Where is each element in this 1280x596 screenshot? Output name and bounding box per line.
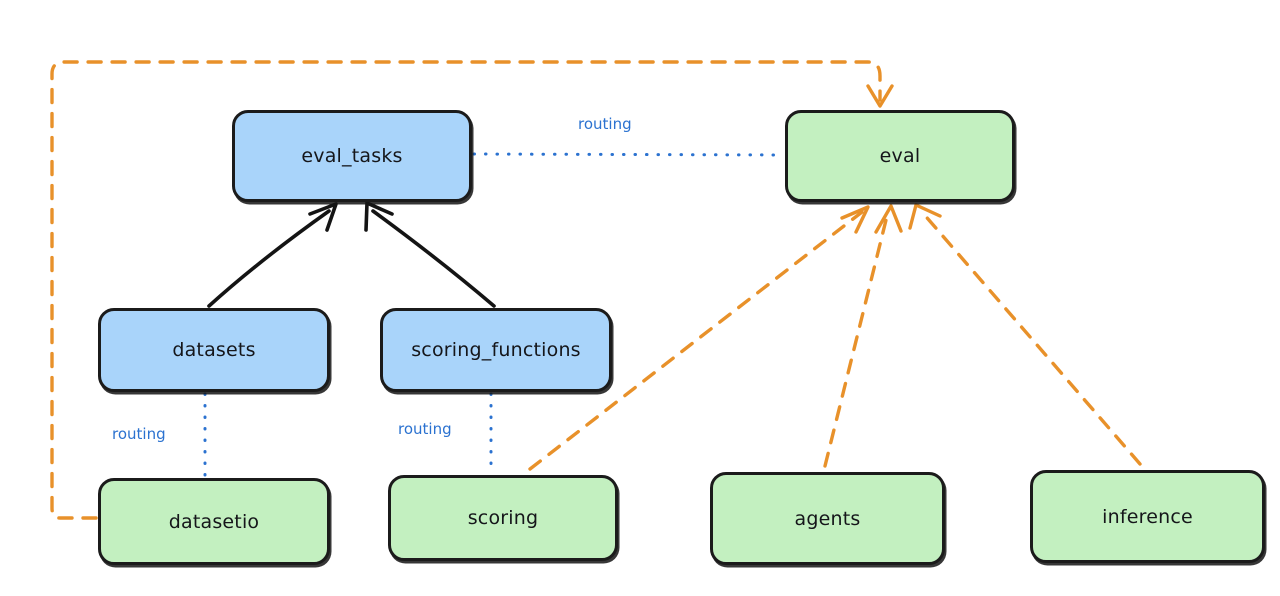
node-label: scoring_functions (411, 339, 581, 361)
node-label: datasets (172, 339, 256, 361)
node-datasetio[interactable]: datasetio (98, 478, 330, 565)
node-eval-tasks[interactable]: eval_tasks (232, 110, 472, 202)
node-label: datasetio (168, 510, 260, 533)
node-agents[interactable]: agents (710, 472, 945, 565)
node-label: eval_tasks (301, 145, 403, 167)
edge-eval_tasks-to-eval (472, 152, 785, 157)
edge-datasets-to-eval_tasks (207, 202, 338, 308)
node-label: eval (879, 145, 921, 167)
edge-label-routing-eval-tasks-eval: routing (578, 115, 632, 133)
node-scoring-functions[interactable]: scoring_functions (380, 308, 612, 392)
node-eval[interactable]: eval (785, 110, 1015, 202)
node-label: inference (1102, 505, 1193, 528)
node-inference[interactable]: inference (1030, 470, 1265, 563)
edge-agents-to-eval (823, 204, 903, 468)
edge-label-routing-scoring-functions-scoring: routing (398, 420, 452, 438)
node-label: scoring (467, 507, 539, 529)
edge-scoring-to-eval (528, 205, 870, 471)
edge-label-routing-datasets-datasetio: routing (112, 425, 166, 443)
node-datasets[interactable]: datasets (98, 308, 330, 392)
node-label: agents (794, 507, 861, 530)
edge-scoring_functions-to-eval_tasks (364, 201, 496, 308)
edge-inference-to-eval (908, 203, 1142, 466)
node-scoring[interactable]: scoring (388, 475, 618, 561)
edge-datasetio-to-eval (50, 60, 894, 520)
